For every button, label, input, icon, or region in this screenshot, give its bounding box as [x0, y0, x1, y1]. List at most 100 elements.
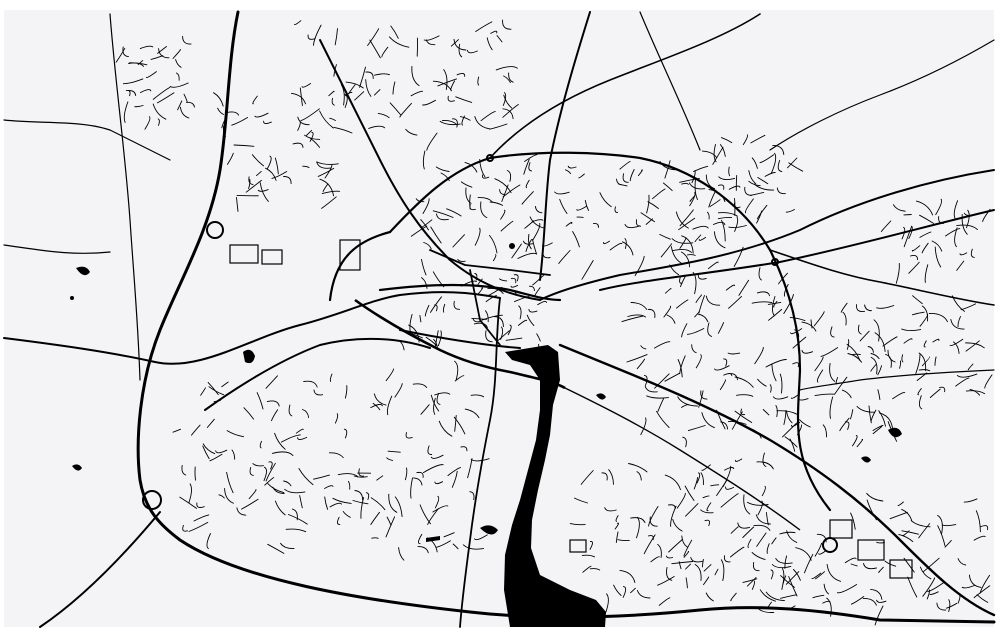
- minor-street: [526, 314, 535, 327]
- minor-street: [702, 495, 710, 499]
- minor-street: [663, 305, 672, 318]
- minor-street: [334, 28, 338, 46]
- minor-street: [756, 291, 771, 297]
- minor-street: [581, 260, 594, 280]
- minor-street: [957, 316, 961, 328]
- minor-street: [697, 313, 709, 323]
- minor-street: [626, 354, 648, 363]
- minor-street: [524, 154, 538, 162]
- minor-street: [953, 341, 960, 354]
- minor-street: [485, 330, 493, 343]
- minor-street: [755, 514, 771, 525]
- minor-street: [878, 410, 886, 427]
- minor-street: [775, 558, 793, 564]
- minor-street: [394, 383, 403, 398]
- minor-street: [430, 394, 440, 412]
- minor-street: [134, 105, 144, 108]
- minor-street: [450, 39, 459, 47]
- minor-street: [693, 165, 709, 173]
- minor-street: [500, 209, 506, 220]
- minor-street: [564, 169, 572, 175]
- minor-street: [343, 428, 348, 439]
- minor-street: [751, 157, 758, 169]
- minor-street: [576, 205, 587, 211]
- minor-street: [152, 103, 167, 120]
- minor-street: [814, 393, 835, 397]
- minor-street: [963, 498, 978, 503]
- minor-street: [337, 473, 359, 478]
- minor-street: [694, 177, 698, 201]
- minor-street: [622, 173, 629, 183]
- minor-street: [196, 502, 205, 508]
- minor-street: [901, 226, 906, 240]
- minor-street: [206, 418, 215, 428]
- minor-street: [765, 359, 787, 368]
- minor-street: [433, 397, 436, 415]
- minor-street: [299, 495, 303, 509]
- minor-street: [236, 197, 239, 212]
- minor-street: [368, 125, 386, 129]
- minor-street: [447, 95, 455, 102]
- minor-street: [386, 457, 394, 461]
- minor-street: [687, 425, 706, 432]
- minor-street: [921, 305, 929, 322]
- minor-street: [419, 504, 431, 525]
- minor-street: [909, 254, 918, 261]
- minor-street: [792, 336, 807, 349]
- minor-street: [804, 553, 814, 574]
- minor-street: [901, 328, 922, 331]
- pond: [72, 464, 82, 471]
- minor-street: [679, 209, 694, 227]
- minor-street: [830, 326, 835, 338]
- minor-street: [259, 182, 269, 202]
- minor-street: [442, 120, 458, 126]
- minor-street: [783, 410, 787, 425]
- minor-street: [182, 35, 192, 45]
- minor-street: [753, 524, 771, 531]
- northeast-lane: [769, 39, 995, 151]
- minor-street: [358, 468, 365, 477]
- minor-street: [664, 160, 671, 179]
- town-centre-street: [469, 269, 501, 346]
- minor-street: [758, 267, 762, 281]
- minor-street: [870, 588, 883, 600]
- minor-street: [903, 557, 915, 573]
- minor-street: [559, 198, 568, 214]
- minor-street: [686, 328, 705, 335]
- west-radial: [3, 291, 501, 365]
- minor-street: [826, 563, 842, 582]
- minor-street: [657, 397, 665, 412]
- minor-street: [422, 198, 430, 214]
- minor-streets: [115, 19, 993, 626]
- minor-street: [321, 190, 341, 195]
- minor-street: [495, 66, 518, 71]
- minor-street: [799, 419, 811, 428]
- minor-street: [139, 45, 154, 50]
- minor-street: [392, 81, 396, 95]
- minor-street: [775, 405, 778, 418]
- minor-street: [500, 220, 514, 232]
- east-lane: [799, 369, 995, 391]
- minor-street: [722, 465, 732, 487]
- minor-street: [345, 81, 364, 89]
- pond: [888, 427, 902, 438]
- minor-street: [245, 179, 262, 193]
- minor-street: [757, 177, 769, 185]
- minor-street: [679, 355, 686, 375]
- minor-street: [772, 396, 789, 400]
- minor-street: [619, 569, 636, 583]
- minor-street: [706, 211, 710, 220]
- minor-street: [725, 486, 735, 490]
- minor-street: [723, 358, 728, 367]
- minor-street: [280, 542, 295, 549]
- minor-street: [522, 240, 534, 245]
- minor-street: [870, 356, 878, 375]
- minor-street: [660, 243, 673, 258]
- minor-street: [365, 71, 374, 79]
- minor-street: [474, 116, 490, 130]
- minor-street: [730, 592, 737, 602]
- minor-street: [915, 200, 934, 216]
- minor-street: [960, 303, 977, 311]
- minor-street: [644, 385, 658, 393]
